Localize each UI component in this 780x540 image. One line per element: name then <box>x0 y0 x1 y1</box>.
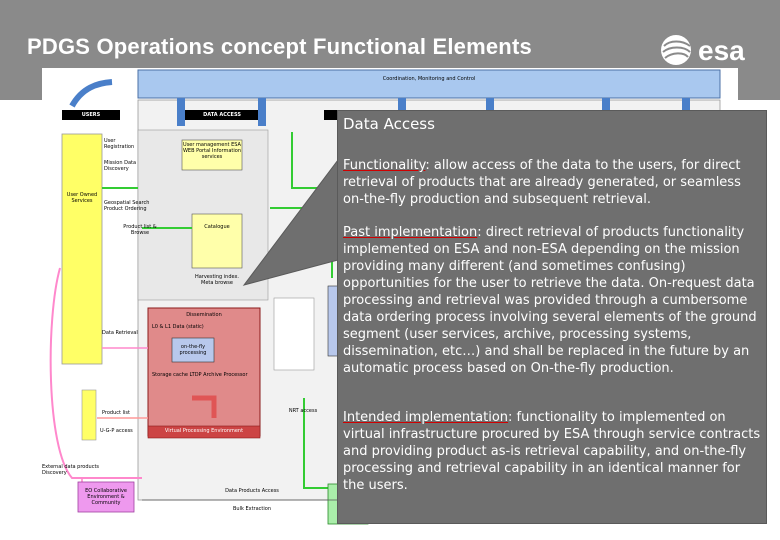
logo-text: esa <box>698 35 745 66</box>
dissemination-label: Dissemination <box>186 312 222 318</box>
coordination-label: Coordination, Monitoring and Control <box>382 76 476 82</box>
esa-logo: esa <box>658 30 770 70</box>
ugp-access-label: U-G-P access <box>100 428 133 434</box>
product-list-label: Product list <box>102 410 130 416</box>
external-discovery-label: External data products Discovery <box>42 464 100 476</box>
bulk-extraction-label: Bulk Extraction <box>233 506 271 512</box>
geospatial-search-label: Geospatial Search Product Ordering <box>104 200 150 212</box>
catalogue-label: Catalogue <box>204 224 230 230</box>
slide-title: PDGS Operations concept Functional Eleme… <box>27 34 532 59</box>
harvesting-label: Harvesting index. Meta browse <box>194 274 240 286</box>
functionality-keyword: Functionality <box>343 158 426 173</box>
user-management-label: User management ESA WEB Portal Informati… <box>182 142 242 160</box>
users-label: USERS <box>81 112 101 118</box>
product-list-browse-label: Product list & Browse <box>123 224 157 236</box>
past-implementation-keyword: Past implementation <box>343 225 478 240</box>
intended-implementation-paragraph: Intended implementation: functionality t… <box>343 409 761 494</box>
past-implementation-text: : direct retrieval of products functiona… <box>343 225 757 376</box>
storage-label: Storage cache LTDP Archive Processor <box>152 372 248 378</box>
data-retrieval-label: Data Retrieval <box>102 330 138 336</box>
panel-title: Data Access <box>343 115 435 133</box>
l0-data-label: L0 & L1 Data (static) <box>152 324 204 330</box>
virtual-environment-label: Virtual Processing Environment <box>164 428 244 434</box>
processing-label: on-the-fly processing <box>179 344 207 356</box>
nrt-access-label: NRT access <box>288 408 318 414</box>
data-access-panel: Data Access Functionality: allow access … <box>335 110 765 522</box>
intended-implementation-text: : functionality to implemented on virtua… <box>343 410 761 493</box>
user-registration-label: User Registration <box>104 138 135 150</box>
past-implementation-paragraph: Past implementation: direct retrieval of… <box>343 224 761 377</box>
callout-panel-background <box>337 110 767 524</box>
collaborative-label: EO Collaborative Environment & Community <box>85 488 127 506</box>
functionality-paragraph: Functionality: allow access of the data … <box>343 157 761 208</box>
data-access-label: DATA ACCESS <box>203 112 241 118</box>
user-owned-services-label: User Owned Services <box>66 192 98 204</box>
data-products-access-label: Data Products Access <box>225 488 279 494</box>
intended-implementation-keyword: Intended implementation <box>343 410 509 425</box>
functionality-text: : allow access of the data to the users,… <box>343 158 741 207</box>
mission-data-discovery-label: Mission Data Discovery <box>104 160 137 172</box>
